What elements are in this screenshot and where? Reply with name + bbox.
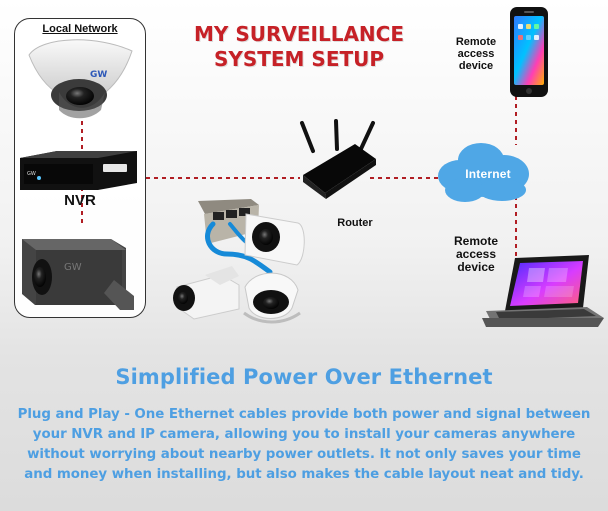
feature-description: Plug and Play - One Ethernet cables prov… — [17, 407, 591, 482]
dome-camera-icon: GW — [28, 39, 133, 119]
nvr-front-mark: GW — [27, 171, 36, 177]
internet-cloud-icon — [438, 143, 529, 202]
connection-lines — [81, 96, 517, 266]
internet-label: Internet — [465, 167, 511, 181]
poe-ethernet-cameras-icon — [173, 199, 305, 324]
laptop-icon — [482, 255, 604, 327]
diagram-graphics: GW GW GW — [20, 7, 604, 327]
remote-access-device-bottom-label: Remote access device — [453, 234, 498, 275]
router-icon — [300, 119, 376, 199]
diagram-title: MY SURVEILLANCE SYSTEM SETUP — [193, 22, 405, 71]
nvr-recorder-icon: GW — [20, 151, 137, 190]
local-network-label: Local Network — [42, 23, 118, 35]
bullet-camera-mark: GW — [64, 262, 82, 273]
feature-headline: Simplified Power Over Ethernet — [115, 365, 493, 389]
camera-logo: GW — [90, 70, 107, 80]
surveillance-system-diagram: GW GW GW — [14, 7, 604, 327]
router-label: Router — [337, 217, 373, 229]
smartphone-icon — [510, 7, 548, 97]
remote-access-device-top-label: Remote access device — [455, 36, 497, 73]
nvr-label: NVR — [64, 192, 96, 209]
bullet-camera-icon: GW — [22, 239, 134, 310]
